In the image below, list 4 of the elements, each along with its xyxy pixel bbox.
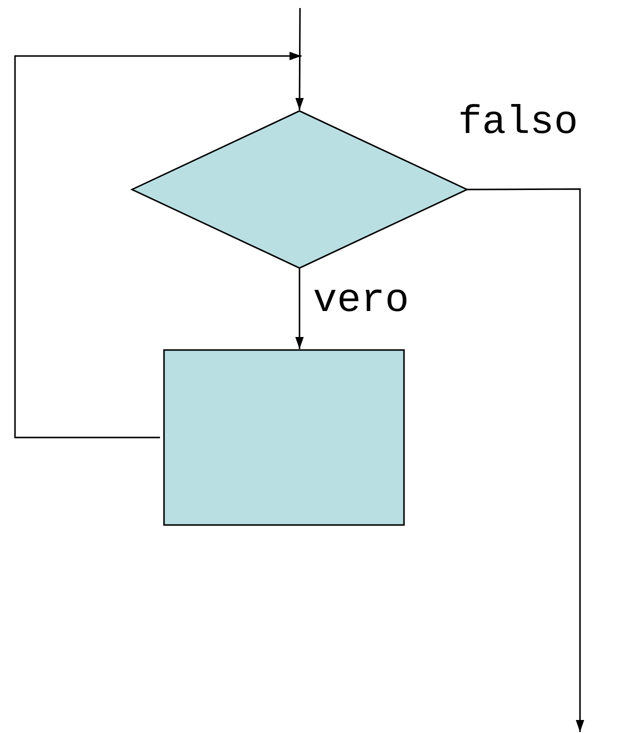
arrow: [295, 8, 304, 110]
arrow: [14, 52, 302, 438]
arrow: [295, 268, 304, 349]
arrow: [467, 188, 584, 732]
